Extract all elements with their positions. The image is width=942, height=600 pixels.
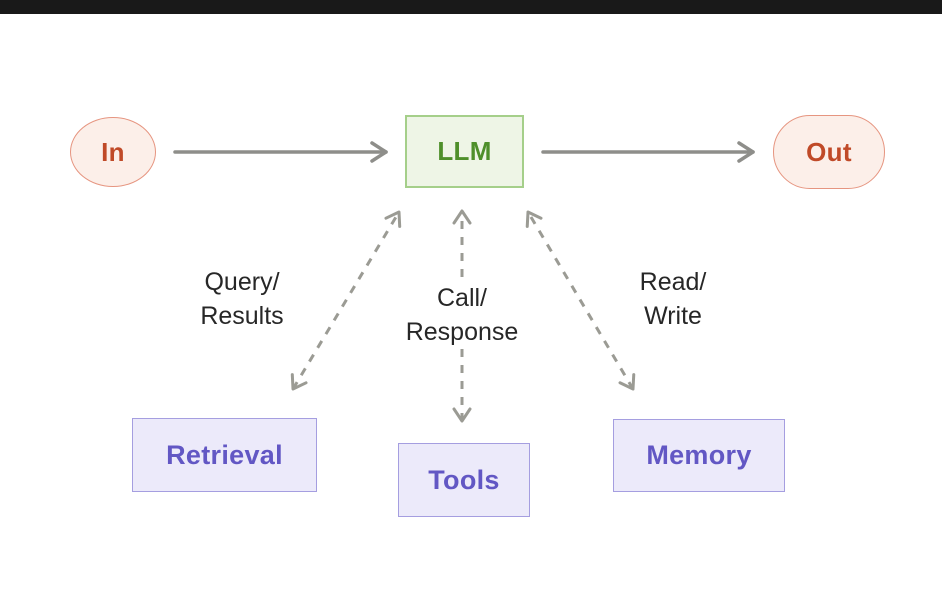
arrow-memory-llm — [525, 210, 636, 391]
node-llm: LLM — [405, 115, 524, 188]
edge-label-line: Query/ — [204, 268, 280, 296]
node-out: Out — [773, 115, 885, 189]
node-tools: Tools — [398, 443, 530, 517]
node-llm-label: LLM — [437, 136, 492, 166]
node-in: In — [70, 117, 156, 187]
edge-label-read-write: Read/ Write — [603, 265, 743, 333]
edge-label-line: Write — [644, 302, 702, 330]
node-retrieval-label: Retrieval — [166, 439, 283, 470]
letterbox-bar — [0, 0, 942, 14]
edge-label-line: Read/ — [639, 268, 707, 296]
node-out-label: Out — [806, 136, 852, 167]
node-memory-label: Memory — [646, 440, 752, 470]
edge-label-call-response: Call/ Response — [377, 281, 547, 349]
edge-label-query-results: Query/ Results — [162, 265, 322, 333]
edge-label-line: Response — [405, 318, 519, 346]
node-memory: Memory — [613, 419, 785, 492]
arrow-retrieval-llm — [290, 210, 402, 391]
edge-label-line: Call/ — [436, 284, 487, 312]
node-tools-label: Tools — [428, 464, 500, 495]
node-retrieval: Retrieval — [132, 418, 317, 492]
node-in-label: In — [101, 136, 125, 167]
edge-label-line: Results — [200, 302, 284, 330]
